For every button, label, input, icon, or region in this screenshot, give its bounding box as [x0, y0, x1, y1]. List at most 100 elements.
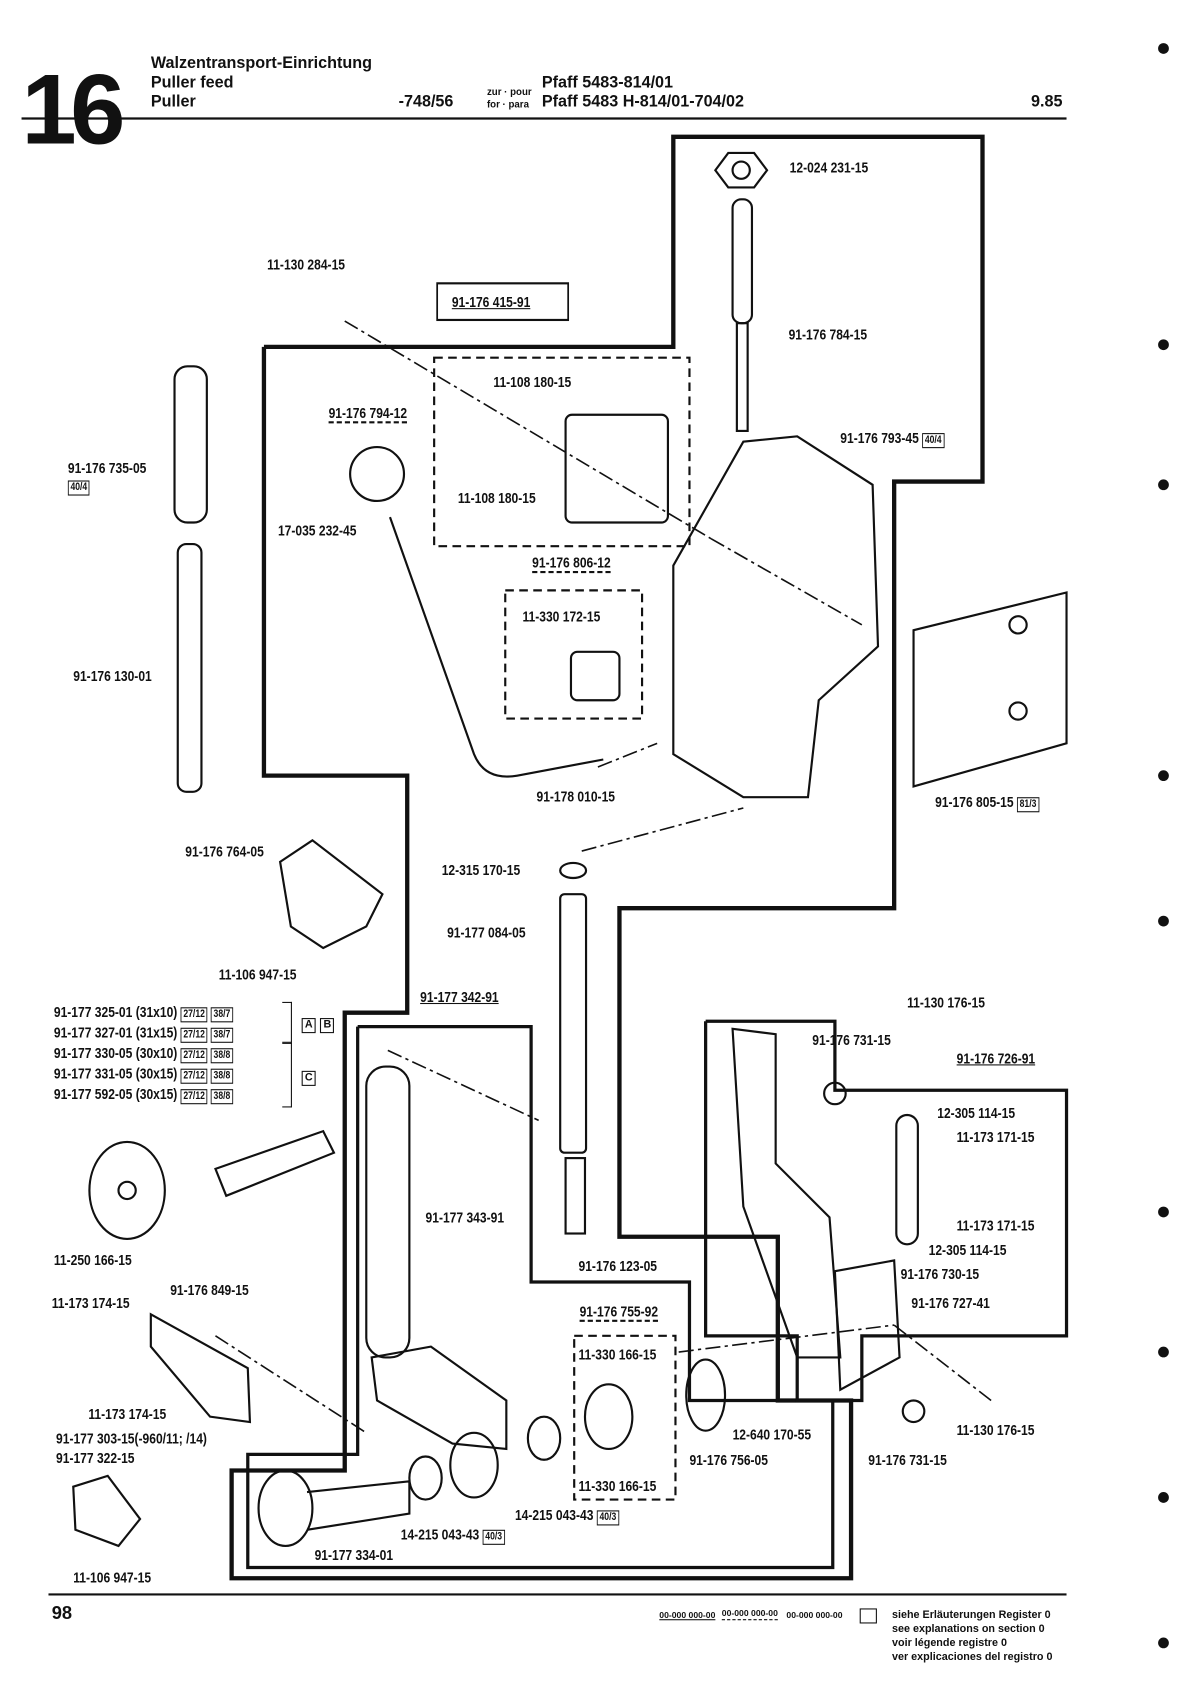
title-english: Puller feed — [150, 73, 234, 92]
part-label: 11-130 284-15 — [267, 255, 346, 273]
part-label: 11-173 174-15 — [51, 1293, 130, 1312]
margin-marks — [1158, 43, 1169, 1649]
part-label: 11-330 166-15 — [578, 1476, 657, 1495]
gear-part — [583, 1383, 634, 1451]
shaft-part — [176, 542, 203, 793]
part-label: 11-106 947-15 — [218, 965, 297, 983]
lever-rod-part — [388, 516, 604, 778]
part-label: 11-108 180-15 — [457, 489, 536, 507]
assembly-342-91: 91-177 342-91 — [420, 987, 499, 1006]
bracket-ab — [282, 1001, 292, 1043]
part-label: 11-173 174-15 — [88, 1404, 167, 1423]
part-label: 17-035 232-45 — [277, 521, 357, 539]
sleeve-part — [173, 365, 208, 524]
part-label: 91-176 123-05 — [578, 1257, 658, 1275]
part-label: 91-177 303-15(-960/11; /14) — [56, 1429, 207, 1447]
part-label: 11-330 172-15 — [522, 607, 601, 625]
part-label: 12-640 170-55 — [732, 1425, 812, 1443]
note-english: see explanations on section 0 — [892, 1623, 1045, 1636]
part-label: 12-305 114-15 — [937, 1104, 1016, 1122]
part-label: 11-130 176-15 — [907, 993, 985, 1011]
note-french: voir légende registre 0 — [892, 1637, 1007, 1650]
part-label: 11-173 171-15 — [956, 1216, 1035, 1234]
adjusting-slide-part — [895, 1113, 919, 1246]
note-german: siehe Erläuterungen Register 0 — [892, 1609, 1051, 1622]
assembly-806-12: 91-176 806-12 — [532, 554, 611, 574]
threaded-rod-part — [731, 198, 754, 325]
sub-assembly-outline-342-91 — [246, 1025, 835, 1570]
legend-plain: 00-000 000-00 — [786, 1610, 843, 1621]
slide-block-part — [569, 650, 621, 702]
guide-322-part — [72, 1474, 142, 1548]
roller-sleeve-part — [449, 1431, 499, 1499]
part-label: 91-176 730-15 — [900, 1264, 980, 1282]
bolt-731-part — [823, 1081, 847, 1106]
assembly-755-92: 91-176 755-92 — [579, 1302, 659, 1322]
bushing-part — [564, 1157, 587, 1235]
for-para-label: for · para — [486, 99, 529, 110]
section-number: 16 — [21, 54, 126, 165]
part-label: 11-173 171-15 — [956, 1127, 1035, 1146]
needle-bearing-part — [408, 1455, 443, 1501]
model-1: Pfaff 5483-814/01 — [541, 73, 674, 92]
serial-range: -748/56 — [398, 92, 454, 111]
part-label: 11-130 176-15 — [956, 1420, 1035, 1439]
bolt-731-part-2 — [901, 1399, 926, 1424]
assembly-794-12: 91-176 794-12 — [328, 404, 408, 424]
plate-849-part — [149, 1312, 252, 1424]
assembly-726-91: 91-176 726-91 — [956, 1049, 1036, 1067]
legend-solid-underline: 00-000 000-00 — [659, 1610, 716, 1621]
cover-plate-part — [912, 591, 1068, 788]
edition-date: 9.85 — [1030, 92, 1063, 111]
part-label: 91-178 010-15 — [536, 787, 615, 805]
sub-assembly-box-755-92 — [573, 1334, 677, 1501]
group-c: C — [297, 1067, 316, 1086]
bracket-c — [282, 1042, 292, 1108]
legend-box-icon — [859, 1608, 877, 1624]
guide-plate-730-part — [731, 1027, 842, 1359]
roller-shaft-head-part — [257, 1469, 314, 1548]
part-label: 91-176 849-15 — [170, 1280, 249, 1299]
part-label: 91-176 727-41 — [911, 1293, 990, 1312]
tube-part — [365, 1065, 411, 1359]
part-label: 11-106 947-15 — [73, 1568, 152, 1586]
bracket-764-part — [278, 838, 384, 950]
part-label: 91-176 130-01 — [73, 666, 152, 685]
washer-756-part — [685, 1358, 727, 1432]
part-label: 91-176 731-15 — [868, 1451, 947, 1469]
roller-axle-part — [214, 1129, 336, 1198]
nut-part — [713, 151, 769, 189]
part-label: 11-108 180-15 — [493, 372, 572, 390]
sub-assembly-box-794-12 — [433, 356, 691, 548]
part-label: 91-177 084-05 — [447, 923, 526, 941]
part-label: 12-024 231-15 — [789, 158, 869, 176]
zur-pour-label: zur · pour — [486, 86, 532, 97]
legend-dashed-underline: 00-000 000-00 — [721, 1608, 778, 1621]
model-2: Pfaff 5483 H-814/01-704/02 — [541, 92, 745, 111]
sub-assembly-outline-726-91 — [704, 1019, 1069, 1403]
housing-part — [672, 435, 880, 799]
part-label: 91-177 343-91 — [425, 1208, 505, 1226]
page-number: 98 — [51, 1603, 73, 1624]
lever-arm-part — [370, 1345, 508, 1451]
part-label: 11-250 166-15 — [53, 1250, 132, 1268]
assembly-415-91: 91-176 415-91 — [436, 282, 570, 322]
part-label: 91-176 756-05 — [689, 1451, 768, 1469]
title-german: Walzentransport-Einrichtung — [150, 53, 372, 73]
note-spanish: ver explicaciones del registro 0 — [892, 1651, 1053, 1664]
title-french: Puller — [150, 92, 196, 111]
part-label: 91-176 731-15 — [812, 1030, 891, 1049]
guide-727-part — [833, 1259, 901, 1392]
